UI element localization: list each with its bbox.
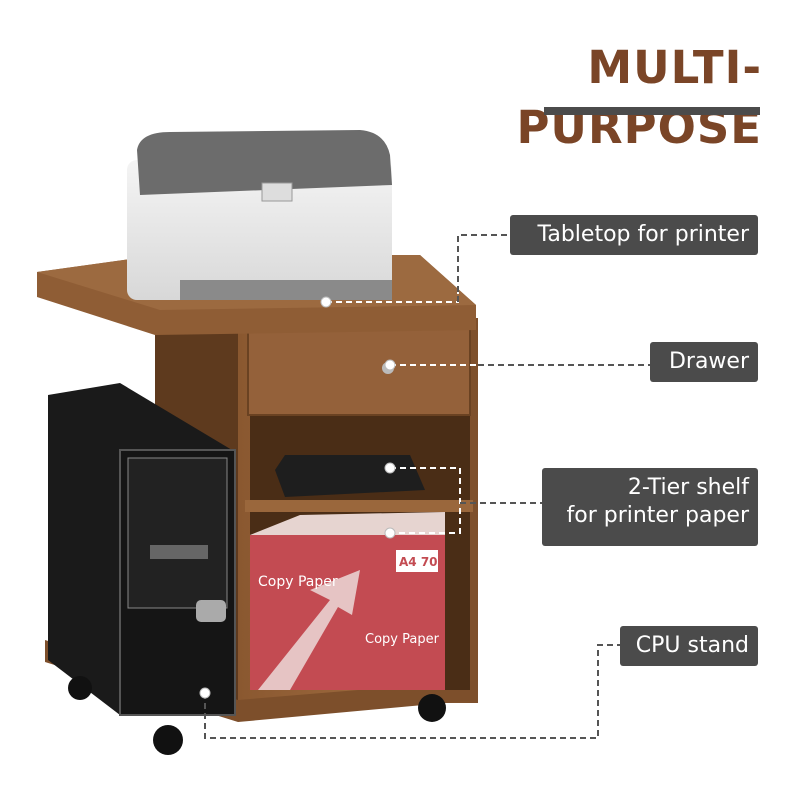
callout-shelf: 2-Tier shelf for printer paper <box>542 468 758 546</box>
printer-base <box>180 280 392 300</box>
cpu-front-panel <box>127 457 228 609</box>
box-brand-text: Copy Paper <box>258 574 338 590</box>
printer-lid <box>137 130 392 195</box>
notebook <box>275 455 425 497</box>
cabinet-base <box>45 640 478 722</box>
box-brand-text-side: Copy Paper <box>365 632 440 647</box>
callout-shelf-line2: for printer paper <box>566 503 750 528</box>
callout-cpu-stand: CPU stand <box>620 626 758 666</box>
cpu-power-button <box>196 600 226 622</box>
wheel <box>418 694 446 722</box>
callout-lines <box>204 234 650 739</box>
cpu-ports <box>150 545 208 559</box>
callout-shelf-line1: 2-Tier shelf <box>627 475 749 500</box>
callout-drawer: Drawer <box>650 342 758 382</box>
box-size-tag <box>396 550 438 572</box>
paper-box-top <box>250 512 445 535</box>
box-size-text: A4 70 <box>399 555 438 569</box>
printer-latch <box>261 182 293 202</box>
callout-tabletop: Tabletop for printer <box>510 215 758 255</box>
printer-body <box>127 160 392 300</box>
paper-box-arrow <box>258 570 360 690</box>
shelf-board <box>245 500 473 512</box>
drawer-front <box>247 317 471 416</box>
wheel <box>68 676 92 700</box>
wheel <box>153 725 183 755</box>
headline-underline <box>544 107 760 115</box>
callout-dots <box>199 296 396 699</box>
headline: MULTI-PURPOSE <box>516 41 762 154</box>
